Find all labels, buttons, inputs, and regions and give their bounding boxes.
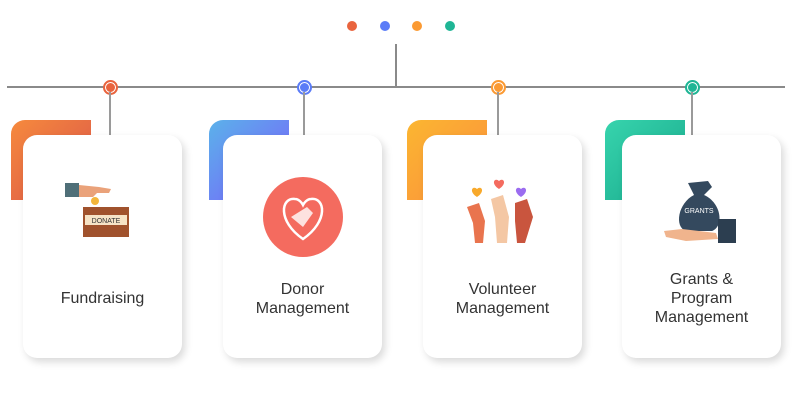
card-grants-program-management[interactable]: GRANTS Grants & Program Management [622, 135, 781, 358]
connector-line [303, 92, 305, 135]
card-fundraising[interactable]: DONATE Fundraising [23, 135, 182, 358]
legend-dot [445, 21, 455, 31]
connector-line [691, 92, 693, 135]
connector-line [109, 92, 111, 135]
heart-hands-icon [263, 177, 343, 257]
grants-bag-icon: GRANTS [662, 177, 742, 257]
card-label: Donor Management [255, 281, 350, 317]
svg-text:DONATE: DONATE [92, 218, 121, 225]
card-label: Grants & Program Management [654, 271, 749, 326]
card-label: Fundraising [60, 290, 145, 307]
legend-dot [347, 21, 357, 31]
timeline-stem [395, 44, 397, 87]
legend-dot [380, 21, 390, 31]
donation-box-icon: DONATE [63, 177, 143, 257]
card-volunteer-management[interactable]: Volunteer Management [423, 135, 582, 358]
card-label: Volunteer Management [455, 281, 550, 317]
card-donor-management[interactable]: Donor Management [223, 135, 382, 358]
timeline-line [7, 86, 785, 88]
connector-line [497, 92, 499, 135]
legend-dot [412, 21, 422, 31]
svg-text:GRANTS: GRANTS [684, 208, 714, 215]
raised-hands-hearts-icon [463, 177, 543, 257]
